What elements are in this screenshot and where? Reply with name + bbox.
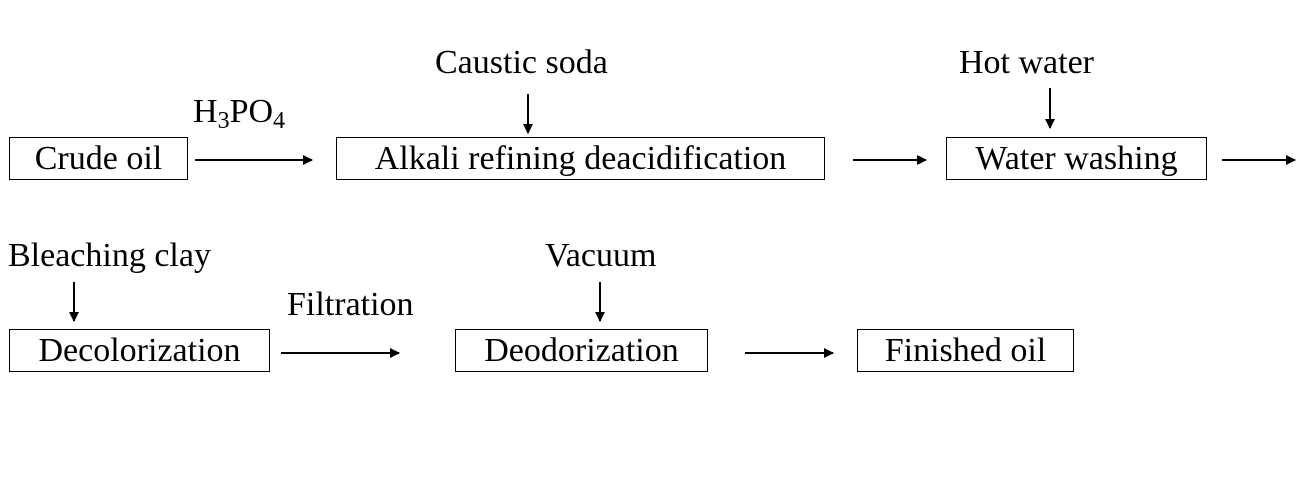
alkali-refining-label: Alkali refining deacidification [374, 139, 787, 177]
decolorization-label: Decolorization [38, 331, 241, 369]
deodorization-label: Deodorization [484, 331, 679, 369]
finished-oil-label: Finished oil [884, 331, 1047, 369]
decolorization-box: Decolorization [9, 329, 270, 372]
vacuum-label: Vacuum [545, 237, 657, 274]
water-washing-label: Water washing [975, 139, 1178, 177]
finished-oil-box: Finished oil [857, 329, 1074, 372]
caustic-soda-label: Caustic soda [435, 44, 608, 81]
water-washing-box: Water washing [946, 137, 1207, 180]
alkali-refining-box: Alkali refining deacidification [336, 137, 825, 180]
crude-oil-box: Crude oil [9, 137, 188, 180]
h3po4-label: H3PO4 [193, 93, 286, 134]
crude-oil-label: Crude oil [34, 139, 163, 177]
hot-water-label: Hot water [959, 44, 1095, 81]
bleaching-clay-label: Bleaching clay [8, 237, 211, 274]
filtration-label: Filtration [287, 286, 414, 323]
deodorization-box: Deodorization [455, 329, 708, 372]
